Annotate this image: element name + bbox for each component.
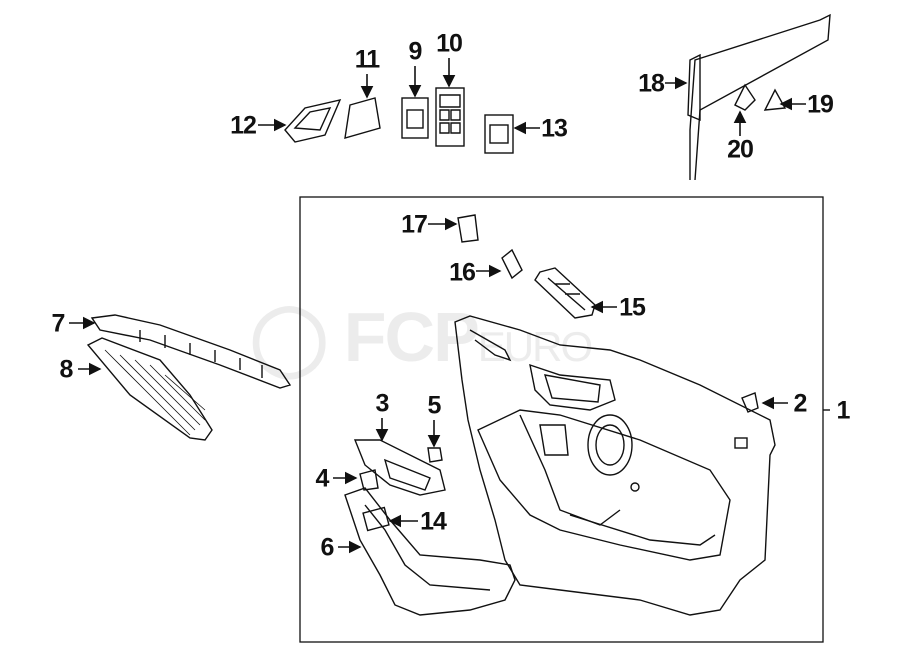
switch-part-13 xyxy=(484,114,514,154)
callout-5: 5 xyxy=(427,391,442,420)
trim-part-19 xyxy=(763,88,787,111)
assembly-frame xyxy=(299,196,824,643)
callout-14: 14 xyxy=(420,507,447,536)
callout-8: 8 xyxy=(59,355,74,384)
trim-part-20 xyxy=(734,83,756,111)
callout-9: 9 xyxy=(408,37,423,66)
callout-18: 18 xyxy=(638,69,665,98)
callout-16: 16 xyxy=(449,258,476,287)
switch-panel-part-15 xyxy=(534,267,596,319)
cover-part-11 xyxy=(344,97,381,139)
switch-part-9 xyxy=(401,97,429,139)
bezel-part-12 xyxy=(284,99,342,143)
callout-arrows xyxy=(69,58,806,554)
callout-10: 10 xyxy=(436,29,463,58)
switch-panel-part-10 xyxy=(435,87,465,147)
clip-part-2 xyxy=(741,392,759,413)
switch-part-17 xyxy=(457,214,479,243)
bezel-part-3 xyxy=(353,439,446,496)
clip-part-5 xyxy=(427,447,443,463)
callout-13: 13 xyxy=(541,114,568,143)
callout-1: 1 xyxy=(836,396,851,425)
window-seal-part-18 xyxy=(689,13,831,181)
callout-12: 12 xyxy=(230,111,257,140)
clip-part-16 xyxy=(501,248,523,280)
clip-part-4 xyxy=(359,469,379,491)
callout-20: 20 xyxy=(727,135,754,164)
callout-6: 6 xyxy=(320,533,335,562)
callout-3: 3 xyxy=(375,389,390,418)
callout-2: 2 xyxy=(793,389,808,418)
callout-19: 19 xyxy=(807,90,834,119)
trim-strip-part-7 xyxy=(90,314,292,389)
switch-part-14 xyxy=(362,506,390,532)
callout-11: 11 xyxy=(354,45,380,74)
speaker-grille-part-8 xyxy=(86,337,213,441)
callout-17: 17 xyxy=(401,210,428,239)
callout-7: 7 xyxy=(51,309,66,338)
door-panel-part-1 xyxy=(454,315,776,616)
callout-15: 15 xyxy=(619,293,646,322)
callout-4: 4 xyxy=(315,464,330,493)
